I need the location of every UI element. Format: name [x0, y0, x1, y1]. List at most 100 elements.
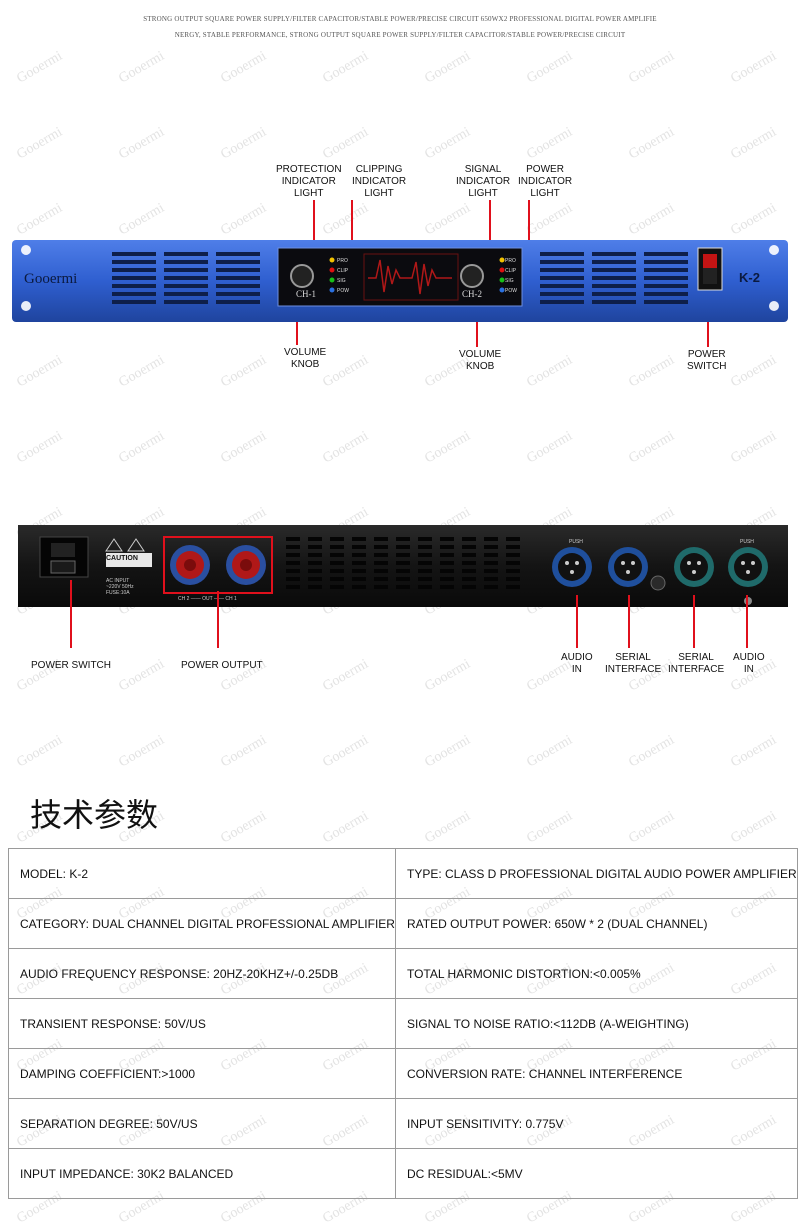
watermark-text: Gooermi	[320, 124, 371, 163]
table-row: AUDIO FREQUENCY RESPONSE: 20HZ-20KHZ+/-0…	[8, 948, 798, 999]
leader-line	[217, 591, 219, 648]
spec-cell: AUDIO FREQUENCY RESPONSE: 20HZ-20KHZ+/-0…	[8, 948, 396, 999]
watermark-text: Gooermi	[524, 732, 575, 771]
watermark-text: Gooermi	[14, 48, 65, 87]
out-label: CH 2 —— OUT —— CH 1	[178, 596, 237, 602]
table-row: INPUT IMPEDANCE: 30K2 BALANCED DC RESIDU…	[8, 1148, 798, 1199]
leader-line	[693, 595, 695, 648]
spec-cell: TYPE: CLASS D PROFESSIONAL DIGITAL AUDIO…	[394, 848, 798, 899]
spec-cell: DAMPING COEFFICIENT:>1000	[8, 1048, 396, 1099]
watermark-text: Gooermi	[218, 352, 269, 391]
callout-power-switch-rear: POWER SWITCH	[31, 660, 111, 671]
watermark-text: Gooermi	[14, 732, 65, 771]
table-row: TRANSIENT RESPONSE: 50V/US SIGNAL TO NOI…	[8, 998, 798, 1049]
specs-heading: 技术参数	[30, 796, 159, 834]
watermark-text: Gooermi	[422, 808, 473, 847]
watermark-text: Gooermi	[422, 732, 473, 771]
watermark-text: Gooermi	[116, 428, 167, 467]
led-label-pow: POW	[337, 288, 349, 294]
watermark-text: Gooermi	[524, 200, 575, 239]
leader-line	[746, 595, 748, 648]
spec-cell: CONVERSION RATE: CHANNEL INTERFERENCE	[394, 1048, 798, 1099]
watermark-text: Gooermi	[218, 124, 269, 163]
table-row: MODEL: K-2 TYPE: CLASS D PROFESSIONAL DI…	[8, 848, 798, 899]
watermark-text: Gooermi	[626, 124, 677, 163]
spec-cell: SIGNAL TO NOISE RATIO:<112DB (A-WEIGHTIN…	[394, 998, 798, 1049]
table-row: CATEGORY: DUAL CHANNEL DIGITAL PROFESSIO…	[8, 898, 798, 949]
watermark-text: Gooermi	[218, 48, 269, 87]
watermark-text: Gooermi	[626, 732, 677, 771]
watermark-text: Gooermi	[422, 428, 473, 467]
watermark-text: Gooermi	[422, 124, 473, 163]
watermark-text: Gooermi	[320, 808, 371, 847]
led-label-pro: PRO	[337, 258, 348, 264]
watermark-text: Gooermi	[320, 428, 371, 467]
watermark-text: Gooermi	[626, 200, 677, 239]
specs-table: MODEL: K-2 TYPE: CLASS D PROFESSIONAL DI…	[8, 848, 798, 1199]
model-badge: K-2	[739, 270, 760, 285]
push-label: PUSH	[569, 539, 583, 545]
leader-line	[313, 200, 315, 260]
led-label-sig: SIG	[337, 278, 346, 284]
push-label: PUSH	[740, 539, 754, 545]
watermark-text: Gooermi	[218, 808, 269, 847]
leader-line	[576, 595, 578, 648]
spec-cell: SEPARATION DEGREE: 50V/US	[8, 1098, 396, 1149]
watermark-text: Gooermi	[14, 428, 65, 467]
table-row: SEPARATION DEGREE: 50V/US INPUT SENSITIV…	[8, 1098, 798, 1149]
leader-line	[70, 580, 72, 648]
watermark-text: Gooermi	[422, 48, 473, 87]
header-line-1: STRONG OUTPUT SQUARE POWER SUPPLY/FILTER…	[143, 15, 657, 23]
watermark-text: Gooermi	[116, 124, 167, 163]
watermark-text: Gooermi	[626, 808, 677, 847]
watermark-text: Gooermi	[524, 48, 575, 87]
led-labels-ch2: PRO CLIP SIG POW	[505, 256, 517, 296]
spec-cell: RATED OUTPUT POWER: 650W * 2 (DUAL CHANN…	[394, 898, 798, 949]
led-label-pro: PRO	[505, 258, 516, 264]
watermark-text: Gooermi	[626, 48, 677, 87]
amplifier-front-panel	[12, 240, 788, 322]
ac-input-label: AC INPUT ~220V 50Hz FUSE:10A	[106, 578, 134, 596]
spec-cell: INPUT IMPEDANCE: 30K2 BALANCED	[8, 1148, 396, 1199]
watermark-text: Gooermi	[116, 352, 167, 391]
leader-line	[628, 595, 630, 648]
watermark-text: Gooermi	[524, 808, 575, 847]
watermark-text: Gooermi	[218, 200, 269, 239]
ch1-label: CH-1	[296, 289, 316, 299]
watermark-text: Gooermi	[728, 428, 779, 467]
watermark-text: Gooermi	[218, 428, 269, 467]
watermark-text: Gooermi	[626, 352, 677, 391]
led-labels-ch1: PRO CLIP SIG POW	[337, 256, 349, 296]
led-label-pow: POW	[505, 288, 517, 294]
watermark-text: Gooermi	[116, 732, 167, 771]
watermark-text: Gooermi	[14, 200, 65, 239]
watermark-text: Gooermi	[728, 124, 779, 163]
watermark-text: Gooermi	[320, 200, 371, 239]
watermark-text: Gooermi	[626, 428, 677, 467]
watermark-text: Gooermi	[218, 732, 269, 771]
watermark-text: Gooermi	[14, 124, 65, 163]
watermark-text: Gooermi	[524, 124, 575, 163]
spec-cell: MODEL: K-2	[8, 848, 396, 899]
spec-cell: TOTAL HARMONIC DISTORTION:<0.005%	[394, 948, 798, 999]
brand-logo: Gooermi	[24, 271, 78, 287]
watermark-text: Gooermi	[728, 808, 779, 847]
watermark-text: Gooermi	[728, 352, 779, 391]
watermark-text: Gooermi	[116, 48, 167, 87]
watermark-text: Gooermi	[14, 352, 65, 391]
led-label-sig: SIG	[505, 278, 514, 284]
watermark-text: Gooermi	[320, 656, 371, 695]
watermark-text: Gooermi	[422, 200, 473, 239]
spec-cell: TRANSIENT RESPONSE: 50V/US	[8, 998, 396, 1049]
ch2-label: CH-2	[462, 289, 482, 299]
amplifier-rear-panel	[18, 525, 788, 607]
